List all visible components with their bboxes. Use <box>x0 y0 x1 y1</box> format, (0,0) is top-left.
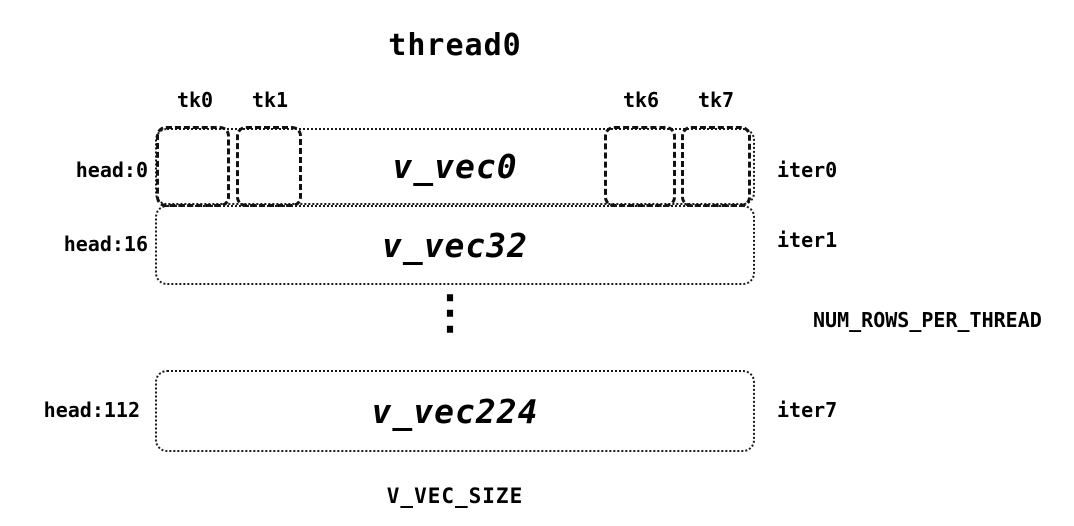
iter-label-iter0: iter0 <box>777 158 838 182</box>
tk7-box <box>681 126 751 207</box>
vertical-ellipsis: ⋮ <box>427 285 473 339</box>
tk7-label: tk7 <box>697 88 735 112</box>
v-vec-size-label: V_VEC_SIZE <box>386 484 524 508</box>
tk0-label: tk0 <box>176 88 214 112</box>
row-rect-iter7: v_vec224 <box>155 370 755 452</box>
tk6-box <box>604 126 676 207</box>
vec-label-iter7: v_vec224 <box>371 391 539 431</box>
head-label-iter0: head:0 <box>75 158 148 182</box>
head-label-iter1: head:16 <box>63 232 148 256</box>
tk0-box <box>156 126 230 207</box>
iter-label-iter7: iter7 <box>777 398 838 422</box>
diagram-title: thread0 <box>388 28 522 63</box>
head-label-iter7: head:112 <box>43 398 140 422</box>
vec-label-iter0: v_vec0 <box>392 147 518 186</box>
num-rows-per-thread-label: NUM_ROWS_PER_THREAD <box>813 308 1042 332</box>
row-rect-iter1: v_vec32 <box>155 205 755 285</box>
iter-label-iter1: iter1 <box>777 228 838 252</box>
tk1-box <box>236 126 302 207</box>
tk1-label: tk1 <box>251 88 289 112</box>
tk6-label: tk6 <box>622 88 660 112</box>
vec-label-iter1: v_vec32 <box>381 225 529 265</box>
